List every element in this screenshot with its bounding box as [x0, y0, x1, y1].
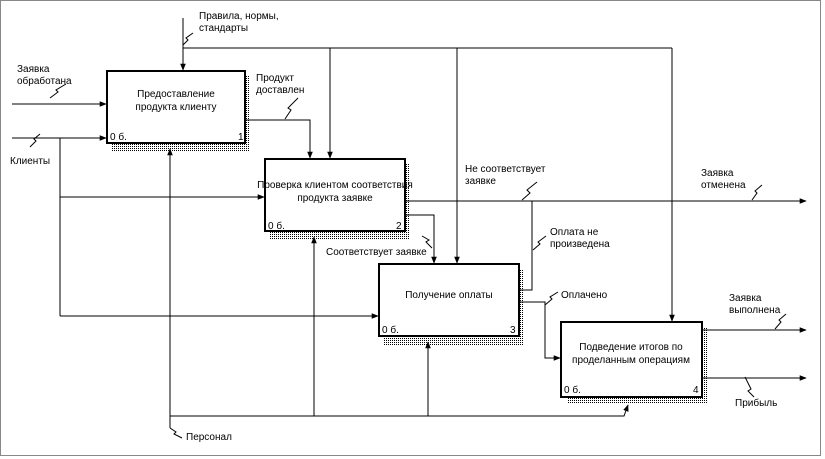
activity-1-title-line-2: продукта клиенту — [135, 102, 216, 113]
label-profit: Прибыль — [735, 397, 777, 409]
label-request-cancelled-line-2: отменена — [701, 180, 746, 191]
arrow-control-rules — [180, 18, 675, 322]
activity-2-number: 2 — [396, 221, 402, 232]
activity-1-number: 1 — [238, 132, 244, 143]
label-request-completed-line-2: выполнена — [729, 305, 781, 316]
label-paid: Оплачено — [561, 290, 608, 301]
label-request-cancelled-line-1: Заявка — [701, 168, 734, 179]
arrow-input-request-done — [12, 83, 107, 107]
activity-4-cost: 0 б. — [564, 384, 581, 396]
label-product-delivered-line-2: доставлен — [256, 85, 304, 96]
activity-4-number: 4 — [693, 385, 699, 396]
activity-1-title-line-1: Предоставление — [137, 89, 215, 100]
arrow-matches — [405, 214, 437, 264]
arrow-input-clients — [12, 133, 379, 319]
label-not-paid-line-2: произведена — [550, 239, 610, 250]
arrow-product-delivered — [245, 97, 313, 159]
label-product-delivered-line-1: Продукт — [256, 73, 294, 84]
arrow-profit — [702, 375, 807, 398]
activity-2-title-line-1: Проверка клиентом соответствия — [257, 180, 413, 191]
arrow-mechanism-staff — [167, 148, 629, 439]
activity-4-title-line-1: Подведение итогов по — [579, 342, 683, 353]
activity-4-title-line-2: проделанным операциям — [572, 355, 690, 366]
activity-box-3[interactable]: Получение оплаты 0 б. 3 — [378, 263, 520, 337]
activity-box-2[interactable]: Проверка клиентом соответствия продукта … — [257, 158, 413, 232]
activity-2-cost: 0 б. — [268, 220, 285, 232]
label-not-paid-line-1: Оплата не — [550, 227, 599, 238]
label-request-completed-line-1: Заявка — [729, 293, 762, 304]
arrow-not-paid — [519, 201, 547, 291]
activity-3-number: 3 — [510, 325, 516, 336]
activity-3-cost: 0 б. — [382, 324, 399, 336]
label-control-rules-line-1: Правила, нормы, — [199, 11, 279, 22]
label-request-done-line-2: обработана — [17, 75, 72, 87]
label-not-match-line-2: заявке — [465, 176, 496, 187]
label-matches: Соответствует заявке — [326, 247, 427, 258]
arrow-paid — [519, 291, 561, 361]
activity-2-title-line-2: продукта заявке — [297, 193, 373, 204]
activity-3-title-line-1: Получение оплаты — [405, 290, 493, 301]
activity-1-cost: 0 б. — [110, 131, 127, 143]
arrow-request-cancelled — [405, 181, 807, 204]
label-staff: Персонал — [186, 432, 232, 443]
label-control-rules-line-2: стандарты — [199, 23, 248, 34]
label-clients: Клиенты — [10, 156, 50, 167]
label-not-match-line-1: Не соответствует — [465, 164, 546, 175]
label-request-done-line-1: Заявка — [17, 64, 50, 75]
activity-box-1[interactable]: Предоставление продукта клиенту 0 б. 1 — [106, 70, 246, 144]
activity-box-4[interactable]: Подведение итогов по проделанным операци… — [560, 321, 703, 398]
arrow-request-completed — [702, 313, 807, 333]
